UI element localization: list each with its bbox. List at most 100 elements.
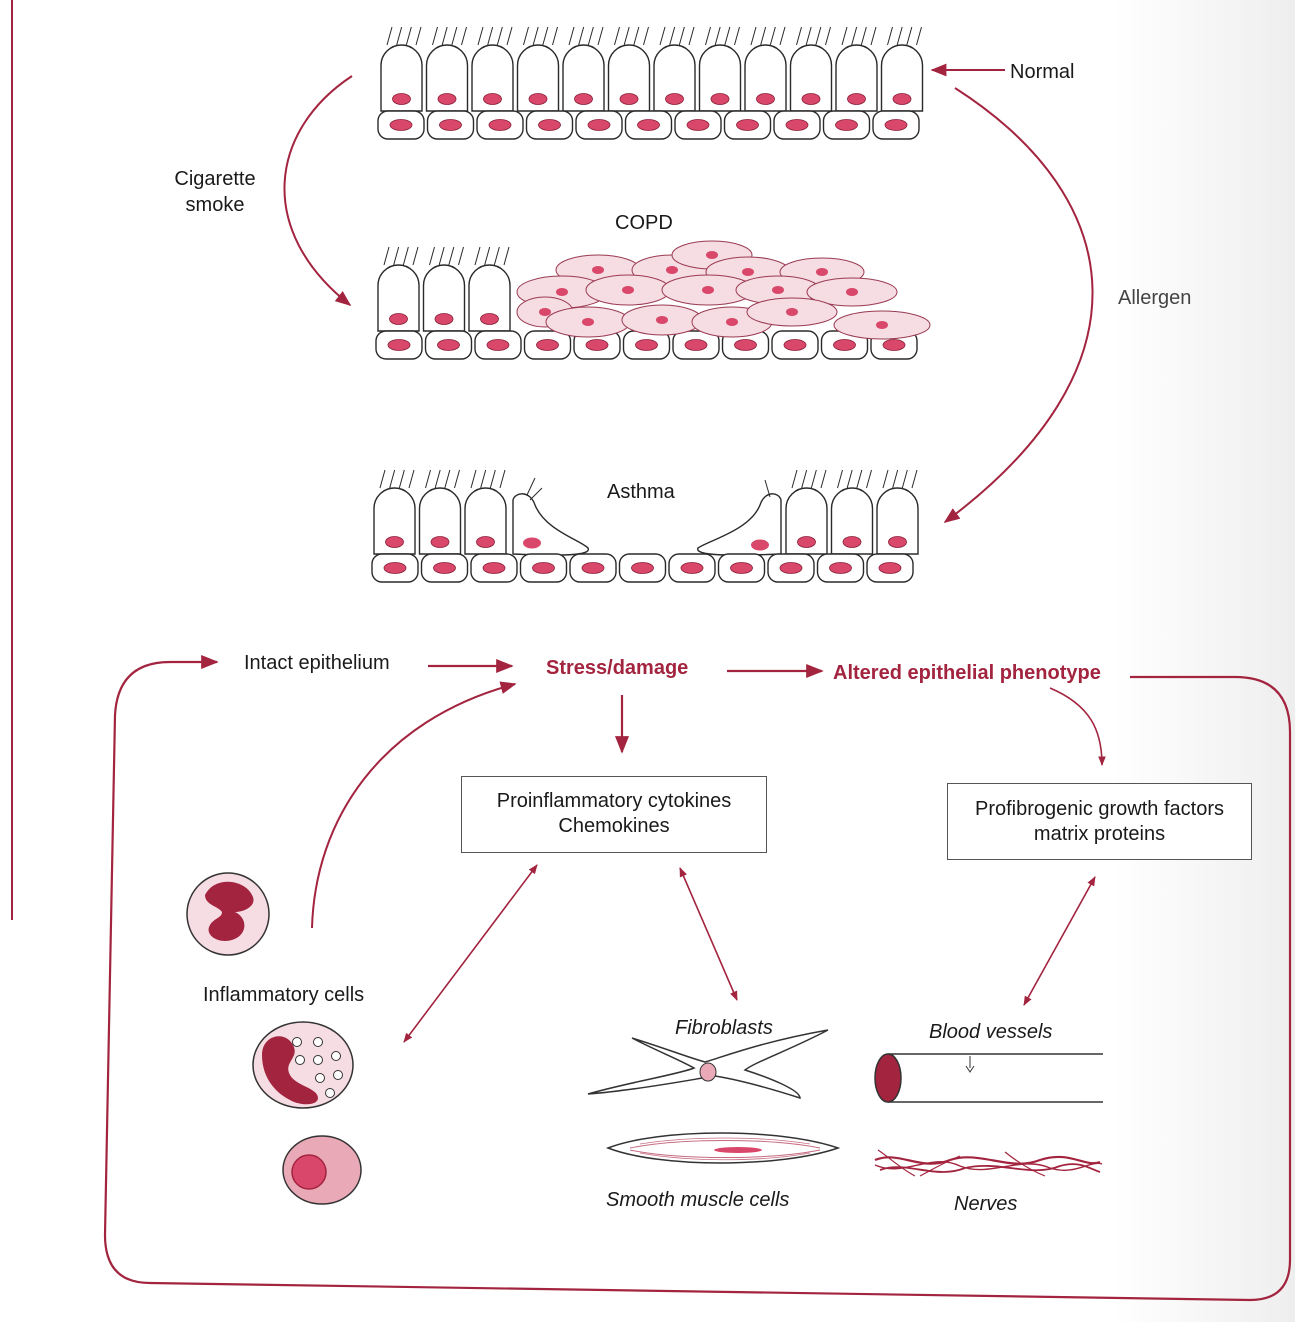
cilium <box>901 469 908 489</box>
cilium <box>499 469 506 489</box>
columnar-cell <box>830 487 874 555</box>
cilium <box>523 26 529 46</box>
cilium <box>393 246 400 266</box>
columnar-cell <box>377 264 420 332</box>
cell-nucleus <box>730 562 753 574</box>
cell-nucleus <box>801 93 821 105</box>
asthma-epithelium <box>371 469 919 583</box>
inflammatory-cell-1 <box>186 872 270 956</box>
columnar-cell <box>425 44 469 112</box>
cell-nucleus <box>686 119 710 131</box>
growth-factors-box: Profibrogenic growth factors matrix prot… <box>947 783 1252 860</box>
cytokines-inflammatory-arrow <box>403 864 538 1043</box>
cilium <box>659 26 666 46</box>
cell-nucleus <box>783 339 807 351</box>
cell-nucleus <box>665 93 684 105</box>
columnar-cell <box>422 264 466 332</box>
cell-nucleus <box>779 562 803 574</box>
cell-nucleus <box>684 339 708 351</box>
cilium <box>451 26 458 46</box>
cell-nucleus <box>884 119 908 131</box>
label-nerves: Nerves <box>954 1193 1018 1215</box>
cell-nucleus <box>437 339 460 351</box>
feedback-loop-arrow <box>103 654 1292 1302</box>
cell-nucleus <box>742 268 754 276</box>
cilium <box>480 469 487 489</box>
cilium <box>734 26 740 46</box>
cilium <box>882 469 889 489</box>
cell-nucleus <box>736 119 759 131</box>
cilium <box>856 469 863 489</box>
cilium <box>484 246 491 266</box>
cilium <box>760 26 767 46</box>
cilium <box>614 26 620 46</box>
cilium <box>489 469 496 489</box>
cilium <box>438 246 445 266</box>
cell-nucleus <box>635 339 658 351</box>
label-cigarette-smoke: Cigarette smoke <box>160 166 270 218</box>
cell-nucleus <box>385 536 404 548</box>
cilium <box>916 26 922 46</box>
cilium <box>860 26 867 46</box>
cilium <box>379 469 386 489</box>
cilium <box>552 26 558 46</box>
cilium <box>578 26 585 46</box>
cilium <box>911 469 918 489</box>
cilium <box>870 26 877 46</box>
cilium <box>470 469 477 489</box>
cilium <box>825 26 831 46</box>
cell-nucleus <box>483 93 502 105</box>
cilium <box>474 246 481 266</box>
growth-bloodvessels-arrow <box>1023 876 1096 1006</box>
cell-nucleus <box>622 286 634 294</box>
cell-nucleus <box>842 536 862 548</box>
cilium <box>415 26 422 46</box>
cell-nucleus <box>539 308 551 316</box>
cilium <box>801 469 808 489</box>
cilium <box>587 26 594 46</box>
cell-nucleus <box>389 313 408 325</box>
cell-nucleus <box>434 313 454 325</box>
cilium <box>851 26 858 46</box>
cell-nucleus <box>846 288 858 296</box>
nerves <box>874 1149 1103 1177</box>
cilium <box>796 26 802 46</box>
cilium <box>568 26 575 46</box>
cell-nucleus <box>835 119 858 131</box>
cell-nucleus <box>476 536 495 548</box>
cilium <box>678 26 685 46</box>
cell-nucleus <box>702 286 714 294</box>
cilium <box>688 26 695 46</box>
normal-epithelium <box>377 26 924 140</box>
cell-nucleus <box>726 318 738 326</box>
cilium <box>705 26 711 46</box>
cilium <box>906 26 913 46</box>
cell-nucleus <box>532 562 555 574</box>
cilium <box>779 26 786 46</box>
cilium <box>458 246 464 266</box>
cilium <box>764 479 771 498</box>
cigarette-smoke-arrow <box>283 75 353 306</box>
cell-nucleus <box>536 339 559 351</box>
cilium <box>643 26 649 46</box>
cell-nucleus <box>797 536 816 548</box>
columnar-cell <box>785 487 828 555</box>
cell-nucleus <box>756 93 775 105</box>
columnar-cell <box>653 44 696 112</box>
cell-nucleus <box>389 119 413 131</box>
inflammatory-cell-3 <box>282 1135 362 1205</box>
cell-nucleus <box>847 93 866 105</box>
columnar-cell <box>464 487 507 555</box>
cell-nucleus <box>486 339 510 351</box>
allergen-arrow <box>943 87 1094 523</box>
cilium <box>398 469 405 489</box>
cilium <box>887 26 893 46</box>
cilium <box>846 469 853 489</box>
cilium <box>597 26 604 46</box>
cilium <box>837 469 843 489</box>
cytokines-line-2: Chemokines <box>558 815 670 837</box>
cilium <box>714 26 721 46</box>
cell-nucleus <box>829 562 852 574</box>
cilium <box>441 26 448 46</box>
